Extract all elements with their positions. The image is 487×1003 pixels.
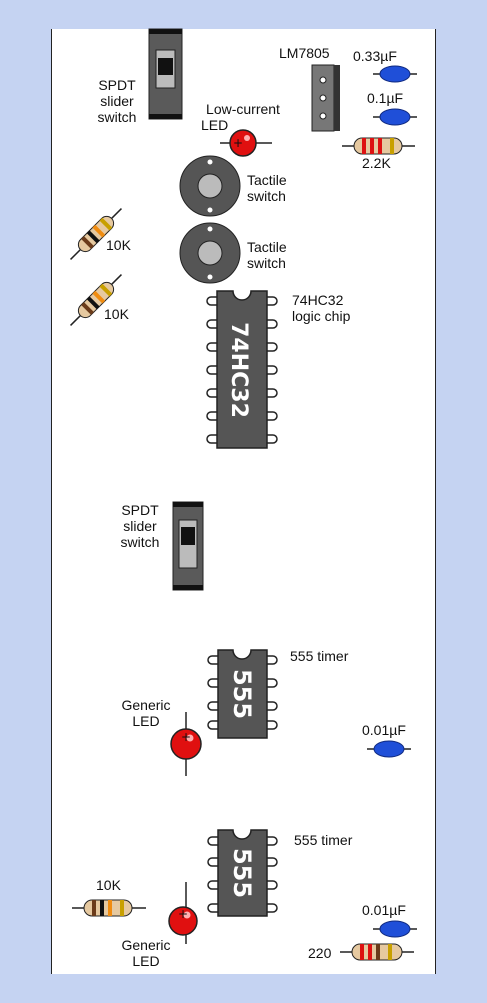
chip-555-timer-1: 555 xyxy=(207,649,278,739)
label-res-10k-2: 10K xyxy=(104,306,129,322)
label-spdt-mid-line3: switch xyxy=(120,534,160,550)
label-tactile-2-line2: switch xyxy=(247,255,286,271)
label-tactile-1-line2: switch xyxy=(247,188,286,204)
resistor-10k-1 xyxy=(70,208,122,260)
low-current-led: + xyxy=(220,129,272,157)
generic-led-2: + xyxy=(168,882,198,944)
tactile-switch-1 xyxy=(179,155,241,217)
resistor-10k-2 xyxy=(70,274,122,326)
label-74hc32-line1: 74HC32 xyxy=(292,292,344,308)
label-res-220: 220 xyxy=(308,945,332,961)
capacitor-001uf-2 xyxy=(372,920,418,938)
label-generic-led-2-line1: Generic xyxy=(121,937,171,953)
label-res-2k2: 2.2K xyxy=(362,155,391,171)
label-generic-led-2: Generic LED xyxy=(114,937,178,969)
label-low-current-led: Low-current LED xyxy=(195,101,291,133)
label-res-10k-1: 10K xyxy=(106,237,131,253)
label-generic-led-1: Generic LED xyxy=(114,697,178,729)
chip-555-1-marking: 555 xyxy=(228,669,256,719)
label-tactile-2: Tactile switch xyxy=(247,239,287,271)
lm7805-regulator xyxy=(311,64,340,132)
label-spdt-mid-line1: SPDT xyxy=(121,502,159,518)
svg-text:+: + xyxy=(178,907,188,921)
label-cap-01uf: 0.1µF xyxy=(367,90,404,106)
label-cap-001uf-1: 0.01µF xyxy=(362,722,406,738)
chip-74hc32-marking: 74HC32 xyxy=(226,322,251,418)
resistor-2k2 xyxy=(342,137,415,155)
label-generic-led-1-line2: LED xyxy=(132,713,160,729)
label-low-current-led-line2: LED xyxy=(201,117,229,133)
label-generic-led-2-line2: LED xyxy=(132,953,160,969)
chip-555-timer-2: 555 xyxy=(207,829,278,917)
label-tactile-2-line1: Tactile xyxy=(247,239,287,255)
spdt-switch-mid xyxy=(172,501,204,591)
chip-555-2-marking: 555 xyxy=(228,848,256,898)
resistor-220 xyxy=(340,943,414,961)
label-spdt-mid: SPDT slider switch xyxy=(111,502,169,550)
breadboard-layout xyxy=(51,29,436,974)
svg-text:+: + xyxy=(233,136,243,150)
capacitor-033uf xyxy=(372,65,418,83)
label-cap-033uf: 0.33µF xyxy=(353,48,397,64)
capacitor-001uf-1 xyxy=(366,740,412,758)
label-spdt-top: SPDT slider switch xyxy=(88,77,146,125)
tactile-switch-2 xyxy=(179,222,241,284)
label-timer-1: 555 timer xyxy=(290,648,349,664)
capacitor-01uf xyxy=(372,108,418,126)
label-spdt-top-line3: switch xyxy=(97,109,137,125)
label-74hc32-line2: logic chip xyxy=(292,308,351,324)
label-cap-001uf-2: 0.01µF xyxy=(362,902,406,918)
label-spdt-mid-line2: slider xyxy=(123,518,157,534)
resistor-10k-3 xyxy=(72,899,146,917)
label-spdt-top-line2: slider xyxy=(100,93,134,109)
label-tactile-1-line1: Tactile xyxy=(247,172,287,188)
label-spdt-top-line1: SPDT xyxy=(98,77,136,93)
label-timer-2: 555 timer xyxy=(294,832,353,848)
label-tactile-1: Tactile switch xyxy=(247,172,287,204)
label-low-current-led-line1: Low-current xyxy=(206,101,280,117)
label-res-10k-3: 10K xyxy=(96,877,121,893)
generic-led-1: + xyxy=(170,712,202,776)
label-lm7805: LM7805 xyxy=(279,45,330,61)
spdt-switch-top xyxy=(148,28,183,120)
svg-text:+: + xyxy=(181,730,191,744)
chip-74hc32: 74HC32 xyxy=(206,290,278,449)
label-generic-led-1-line1: Generic xyxy=(121,697,171,713)
label-74hc32: 74HC32 logic chip xyxy=(292,292,350,324)
